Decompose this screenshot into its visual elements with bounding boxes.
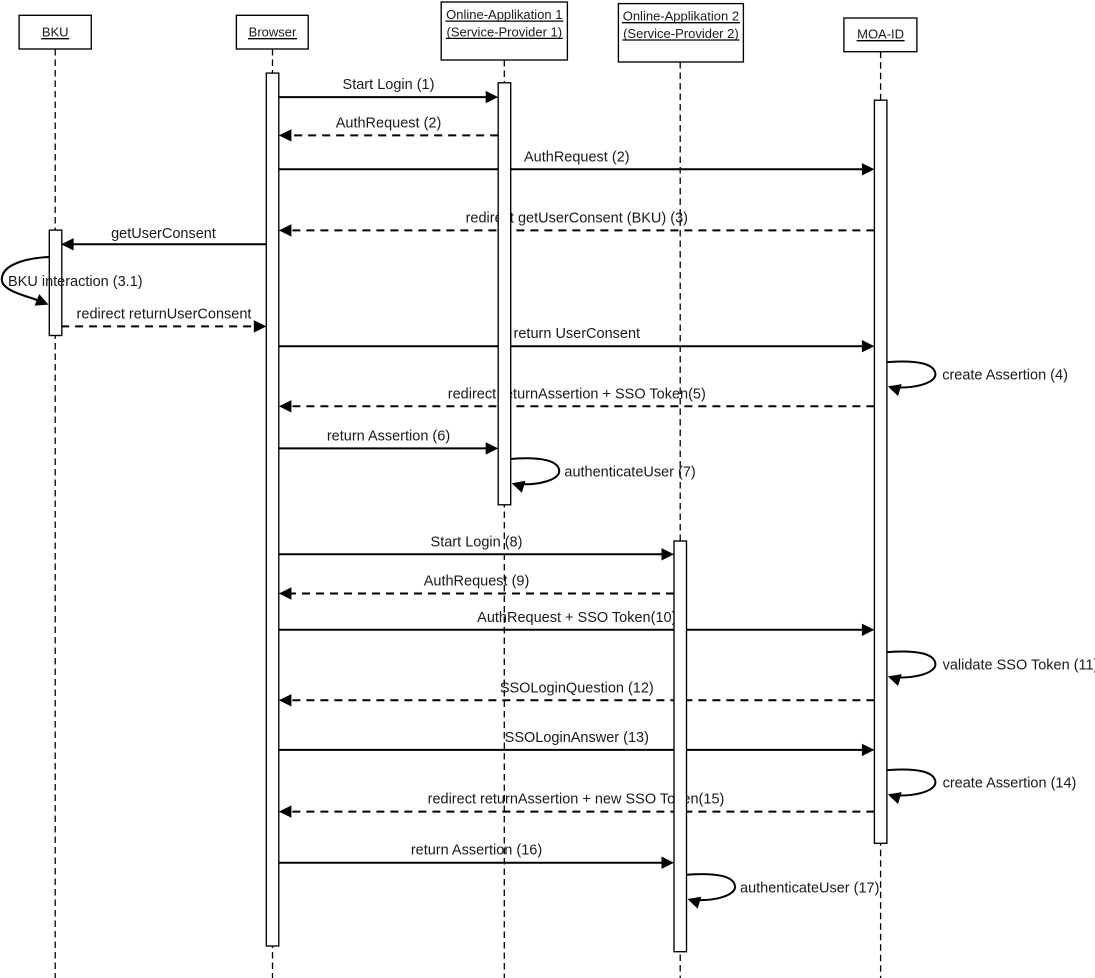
svg-text:validate SSO Token (11): validate SSO Token (11): [943, 658, 1095, 674]
svg-text:authenticateUser (7): authenticateUser (7): [564, 465, 695, 481]
svg-text:Online-Applikation 1: Online-Applikation 1: [446, 7, 562, 22]
svg-text:AuthRequest + SSO Token(10): AuthRequest + SSO Token(10): [477, 610, 676, 626]
svg-text:create Assertion (14): create Assertion (14): [943, 776, 1077, 792]
svg-text:BKU interaction (3.1): BKU interaction (3.1): [8, 274, 143, 290]
svg-text:Start Login (8): Start Login (8): [431, 534, 523, 550]
svg-text:(Service-Provider 2): (Service-Provider 2): [623, 26, 739, 41]
svg-text:return Assertion (6): return Assertion (6): [327, 428, 450, 444]
svg-text:Online-Applikation 2: Online-Applikation 2: [623, 9, 739, 24]
svg-text:SSOLoginAnswer (13): SSOLoginAnswer (13): [505, 730, 649, 746]
svg-text:redirect getUserConsent (BKU): redirect getUserConsent (BKU) (3): [466, 210, 688, 226]
svg-text:Browser: Browser: [249, 25, 297, 40]
svg-text:AuthRequest (2): AuthRequest (2): [524, 149, 630, 165]
svg-text:redirect returnAssertion + new: redirect returnAssertion + new SSO Token…: [428, 792, 725, 808]
svg-text:authenticateUser (17): authenticateUser (17): [740, 880, 879, 896]
svg-text:MOA-ID: MOA-ID: [857, 27, 904, 42]
svg-text:redirect returnUserConsent: redirect returnUserConsent: [77, 306, 252, 322]
svg-text:BKU: BKU: [42, 25, 69, 40]
svg-text:(Service-Provider 1): (Service-Provider 1): [447, 24, 563, 39]
svg-text:AuthRequest (9): AuthRequest (9): [424, 574, 530, 590]
svg-text:create Assertion (4): create Assertion (4): [942, 368, 1068, 384]
svg-text:Start Login (1): Start Login (1): [343, 77, 435, 93]
svg-text:redirect returnAssertion + SSO: redirect returnAssertion + SSO Token(5): [448, 386, 706, 402]
svg-text:getUserConsent: getUserConsent: [111, 226, 216, 242]
svg-text:return Assertion (16): return Assertion (16): [411, 843, 542, 859]
svg-text:return UserConsent: return UserConsent: [514, 326, 641, 342]
svg-text:AuthRequest (2): AuthRequest (2): [336, 115, 442, 131]
svg-text:SSOLoginQuestion (12): SSOLoginQuestion (12): [500, 680, 654, 696]
